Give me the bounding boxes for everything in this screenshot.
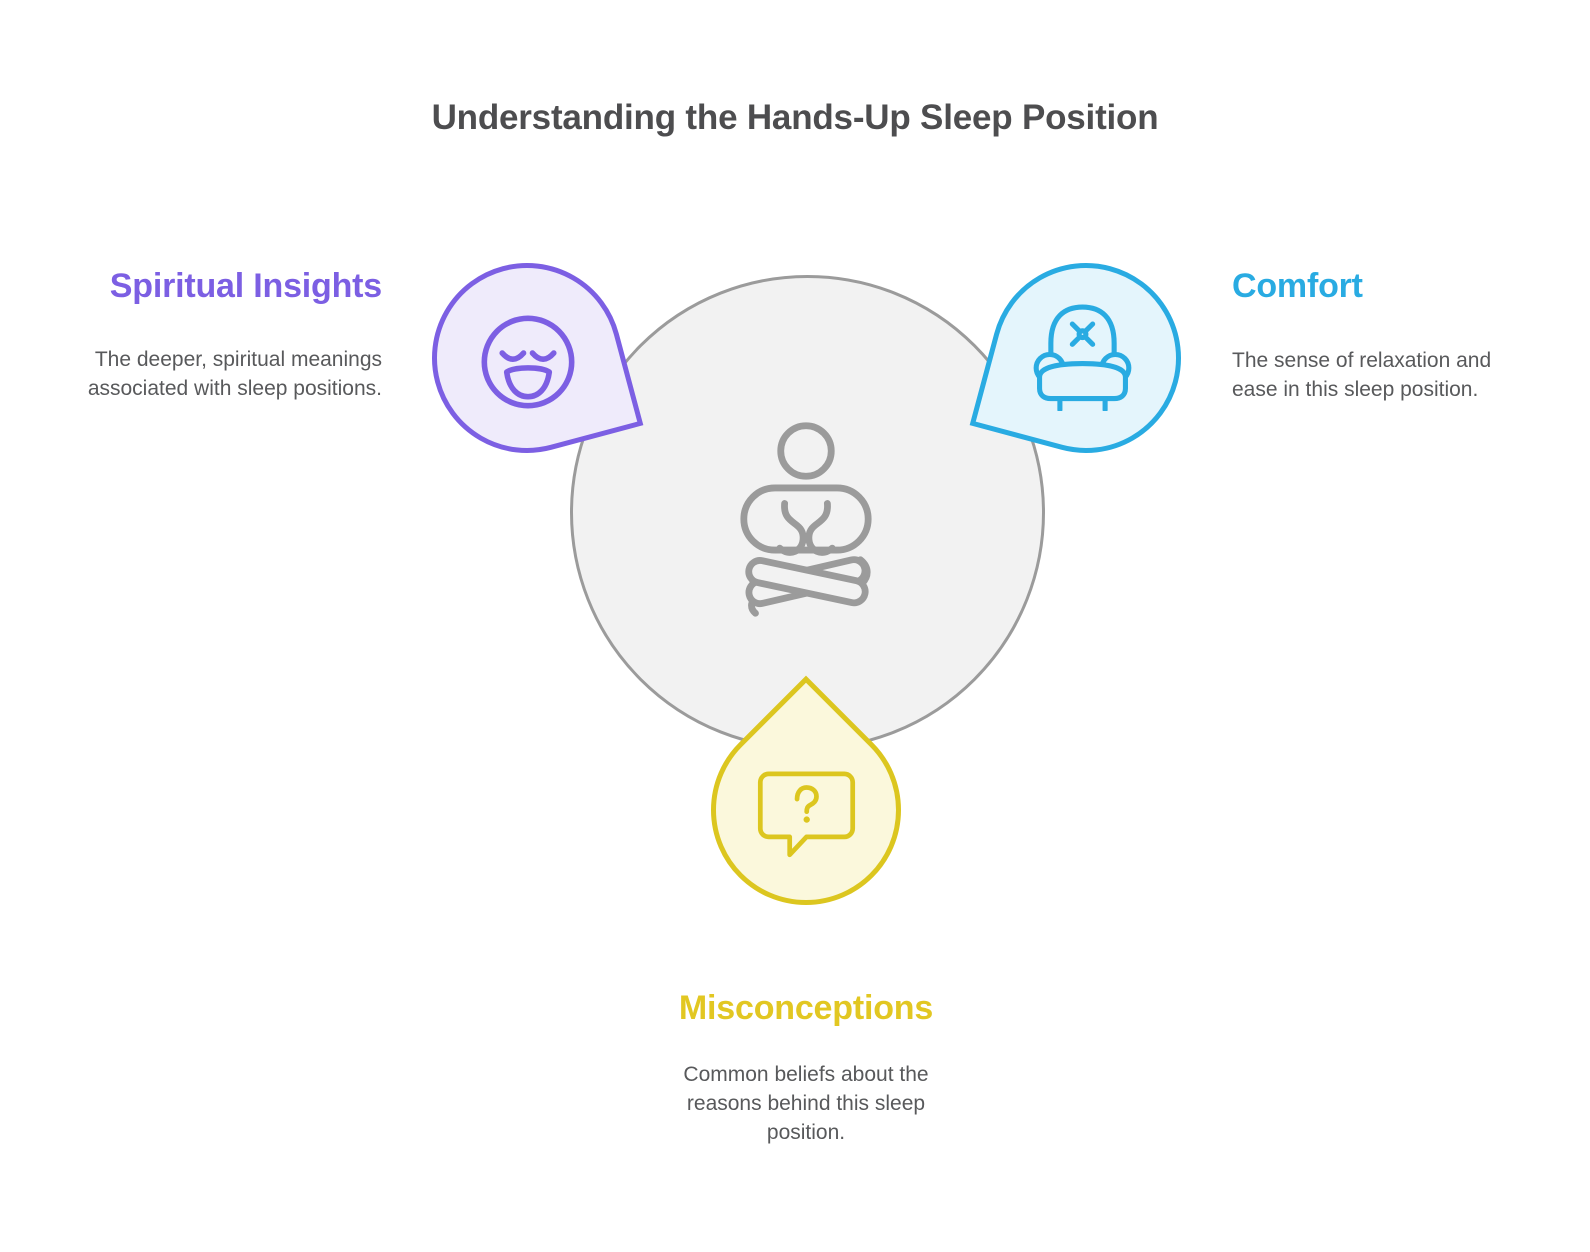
relaxed-face-icon	[481, 315, 575, 409]
center-circle	[570, 275, 1045, 750]
misconceptions-description: Common beliefs about the reasons behind …	[683, 1063, 929, 1144]
spiritual-insights-label: Spiritual Insights	[109, 267, 382, 305]
comfort-label: Comfort	[1232, 267, 1363, 305]
misconceptions-label: Misconceptions	[678, 989, 934, 1027]
spiritual-insights-description: The deeper, spiritual meanings associate…	[87, 348, 382, 400]
meditating-person-icon	[740, 422, 872, 617]
comfort-description: The sense of relaxation and ease in this…	[1232, 349, 1492, 401]
page-title: Understanding the Hands-Up Sleep Positio…	[431, 98, 1159, 137]
question-bubble-icon	[757, 771, 856, 858]
armchair-icon	[1033, 304, 1132, 411]
